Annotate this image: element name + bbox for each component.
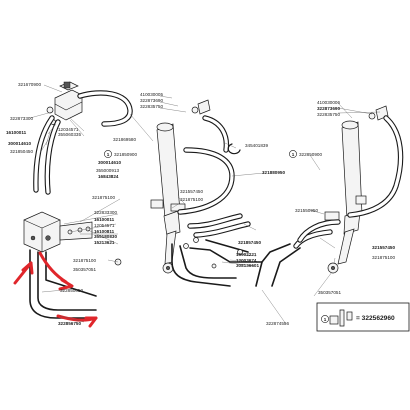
label-345401839: 345401839 xyxy=(245,143,268,148)
label-16902221: 16902221 xyxy=(236,252,257,257)
label-322856750: 322856750 xyxy=(58,321,81,326)
label-12034571: 12034571 xyxy=(58,127,79,132)
svg-text:1: 1 xyxy=(292,152,295,157)
label-321880950: 321880950 xyxy=(262,170,285,175)
label-16100011-b: 16100011 xyxy=(94,217,115,222)
label-321875100-b: 321875100 xyxy=(73,258,96,263)
label-322850900: 322850900 xyxy=(299,152,322,157)
callout-circle-1: 1 xyxy=(104,150,112,158)
label-321875100-d: 321875100 xyxy=(372,255,395,260)
label-321550950: 321550950 xyxy=(295,208,318,213)
hydraulic-cylinder-center xyxy=(150,122,186,274)
red-highlight-arrows xyxy=(13,251,98,328)
label-410030006: 410030006 xyxy=(317,100,340,105)
label-300014610: 300014610 xyxy=(8,141,31,146)
label-15213621: 15213621 xyxy=(94,240,115,245)
label-322874556: 322874556 xyxy=(266,321,289,326)
label-322835750: 322835750 xyxy=(140,104,163,109)
svg-text:1: 1 xyxy=(107,152,110,157)
hydraulic-cylinder-right xyxy=(324,120,367,274)
label-321875100: 321875100 xyxy=(92,195,115,200)
label-321557450: 321557450 xyxy=(180,189,203,194)
label-321557450-b: 321557450 xyxy=(372,245,395,250)
label-16100011: 16100011 xyxy=(6,130,27,135)
part-labels: 321670900 322873300 12034571 355060335 1… xyxy=(6,82,395,326)
label-321875100-c: 321875100 xyxy=(180,197,203,202)
label-350357051: 350357051 xyxy=(73,267,96,272)
label-355180830: 355180830 xyxy=(94,234,117,239)
distribution-block xyxy=(23,211,93,253)
label-16100811: 16100811 xyxy=(94,229,115,234)
hose-center-right xyxy=(177,115,251,238)
label-355000913: 355000913 xyxy=(96,168,119,173)
label-322873690-b: 322873690 xyxy=(317,106,340,111)
kit-legend-box xyxy=(316,302,410,332)
label-322873300: 322873300 xyxy=(10,116,33,121)
label-16843824: 16843824 xyxy=(98,174,119,179)
label-322850050: 322850050 xyxy=(60,288,83,293)
label-300014610-b: 300014610 xyxy=(98,160,121,165)
label-321850900: 321850900 xyxy=(114,152,137,157)
fittings-cylinder-top xyxy=(191,99,211,115)
label-12054571: 12054571 xyxy=(94,223,115,228)
label-321857450: 321857450 xyxy=(238,240,261,245)
label-322835750-b: 322835750 xyxy=(317,112,340,117)
label-308136601: 308136601 xyxy=(236,263,259,268)
label-321850450: 321850450 xyxy=(10,149,33,154)
label-350357051-b: 350357051 xyxy=(318,290,341,295)
svg-text:1: 1 xyxy=(324,317,327,322)
callout-circle-2: 1 xyxy=(289,150,297,158)
lower-right-pipes xyxy=(255,243,301,287)
kit-number-label: = 322562960 xyxy=(356,315,395,322)
label-321869580: 321869580 xyxy=(113,137,136,142)
label-410030005: 410030005 xyxy=(140,92,163,97)
callout-circle-3: 1 xyxy=(321,315,329,323)
label-322873690: 322873690 xyxy=(140,98,163,103)
label-12003674: 12003674 xyxy=(236,258,257,263)
label-355060335: 355060335 xyxy=(58,132,81,137)
hose-upper-left-loop xyxy=(33,90,133,195)
hose-right xyxy=(293,115,404,249)
label-322833300: 322833300 xyxy=(94,210,117,215)
label-321670900: 321670900 xyxy=(18,82,41,87)
